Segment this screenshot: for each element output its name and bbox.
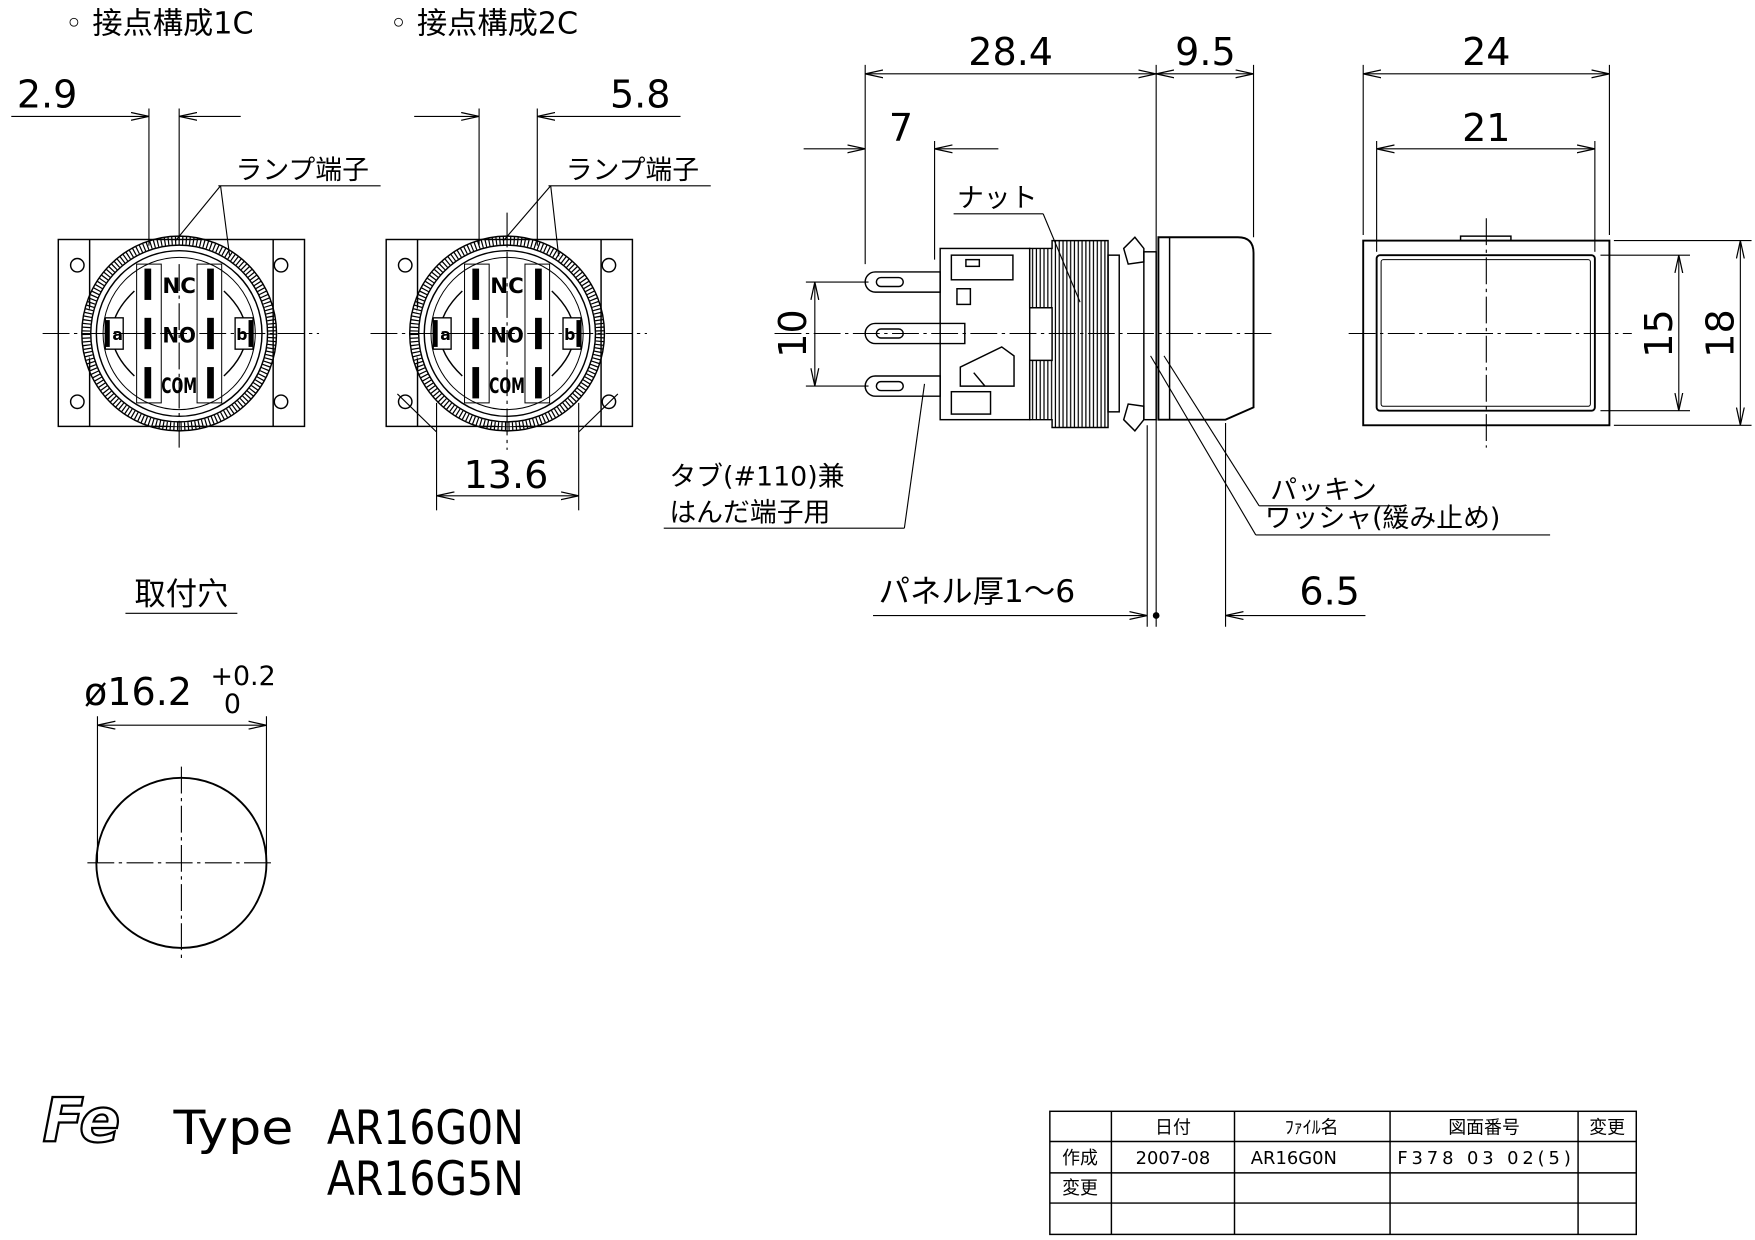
header-revision: 変更 (1589, 1118, 1625, 1139)
packing-callout: パッキン (1163, 355, 1400, 507)
row-created-file: AR16G0N (1251, 1148, 1337, 1169)
flange-hole (601, 257, 617, 273)
tab-label-line1: タブ(#110)兼 (669, 462, 844, 493)
dimension-21: 21 (1376, 106, 1596, 252)
dimension-28-4-value: 28.4 (968, 30, 1053, 74)
lamp-terminal-label: ランプ端子 (236, 155, 369, 186)
contact-1c-title: ◦ 接点構成1C (65, 7, 254, 42)
terminal-a-label: a (112, 325, 123, 344)
dimension-2-9-value: 2.9 (17, 72, 78, 116)
nut-callout: ナット (953, 183, 1081, 303)
row-revision-label: 変更 (1062, 1178, 1098, 1199)
model-ar16g0n: AR16G0N (327, 1101, 524, 1156)
flange-hole (397, 394, 413, 410)
row-created-label: 作成 (1062, 1148, 1098, 1169)
bezel (1157, 236, 1255, 421)
contact-view-2c: ◦ 接点構成2C 5.8 ランプ端子 (370, 7, 711, 511)
lamp-terminal-callout: ランプ端子 (154, 155, 381, 325)
dimension-18: 18 (1613, 240, 1752, 426)
terminal-a-label: a (440, 325, 451, 344)
lamp-terminal-callout: ランプ端子 (480, 155, 711, 325)
washer-callout: ワッシャ(緩み止め) (1150, 355, 1551, 536)
front-view: 24 21 15 18 (1348, 30, 1752, 448)
hole-tolerance-upper: +0.2 (210, 661, 275, 692)
flange-hole (273, 394, 289, 410)
washer-label: ワッシャ(緩み止め) (1265, 503, 1501, 534)
packing (1143, 251, 1157, 627)
tab-terminal (864, 271, 941, 293)
dimension-6-5-value: 6.5 (1299, 569, 1360, 613)
dimension-7: 7 (803, 106, 999, 260)
dimension-15: 15 (1600, 254, 1690, 412)
dimension-6-5: 6.5 (1224, 423, 1366, 627)
flange-hole (69, 257, 85, 273)
dimension-24-value: 24 (1462, 30, 1510, 74)
terminal-b-label: b (564, 325, 575, 344)
header-date: 日付 (1155, 1118, 1191, 1139)
side-view: 28.4 9.5 7 10 (663, 30, 1551, 627)
contact-view-1c: ◦ 接点構成1C 2.9 ランプ端子 (11, 7, 381, 450)
row-created-date: 2007-08 (1136, 1148, 1211, 1169)
flange-hole (601, 394, 617, 410)
nut-label: ナット (957, 183, 1038, 214)
row-created-drawing-number: F378 03 02(5) (1397, 1148, 1570, 1169)
flange-hole (397, 257, 413, 273)
dimension-18-value: 18 (1699, 309, 1743, 357)
dimension-5-8: 5.8 (414, 72, 681, 265)
dimension-9-5: 9.5 (1156, 30, 1255, 238)
title-block: 日付 ﾌｧｲﾙ名 図面番号 変更 作成 2007-08 AR16G0N F378… (1049, 1110, 1637, 1236)
flange-hole (273, 257, 289, 273)
dimension-7-value: 7 (889, 106, 913, 150)
model-ar16g5n: AR16G5N (327, 1152, 524, 1207)
dimension-24: 24 (1362, 30, 1610, 236)
dimension-15-value: 15 (1637, 309, 1681, 357)
flange-hole (69, 394, 85, 410)
lamp-terminal-label: ランプ端子 (566, 155, 699, 186)
panel-thickness-label: パネル厚1～6 (879, 574, 1076, 610)
tab-terminal (864, 375, 941, 397)
dimension-13-6-value: 13.6 (464, 453, 549, 497)
dimension-9-5-value: 9.5 (1175, 30, 1236, 74)
mounting-hole-title: 取付穴 (134, 576, 228, 612)
dimension-13-6: 13.6 (436, 402, 580, 511)
header-drawing-number: 図面番号 (1448, 1118, 1520, 1139)
type-label: Type (172, 1101, 293, 1156)
packing-label: パッキン (1270, 475, 1377, 506)
hole-diameter: ø16.2 (84, 670, 192, 714)
fuji-logo: Fe (43, 1087, 121, 1157)
mounting-hole-view: 取付穴 ø16.2 +0.2 0 (84, 576, 276, 960)
terminal-b-label: b (236, 325, 247, 344)
panel-thickness-dimension: パネル厚1～6 (873, 574, 1160, 619)
contact-2c-title: ◦ 接点構成2C (390, 7, 579, 42)
dimension-5-8-value: 5.8 (610, 72, 671, 116)
dimension-21-value: 21 (1462, 106, 1510, 150)
tab-terminal (864, 322, 966, 345)
hole-tolerance-lower: 0 (224, 689, 241, 720)
tab-callout: タブ(#110)兼 はんだ端子用 (663, 383, 926, 529)
tab-label-line2: はんだ端子用 (669, 498, 830, 529)
dimension-2-9: 2.9 (11, 72, 241, 265)
header-file: ﾌｧｲﾙ名 (1285, 1118, 1339, 1139)
tab-terminals (864, 271, 966, 397)
type-block: Type AR16G0N AR16G5N (172, 1101, 523, 1207)
